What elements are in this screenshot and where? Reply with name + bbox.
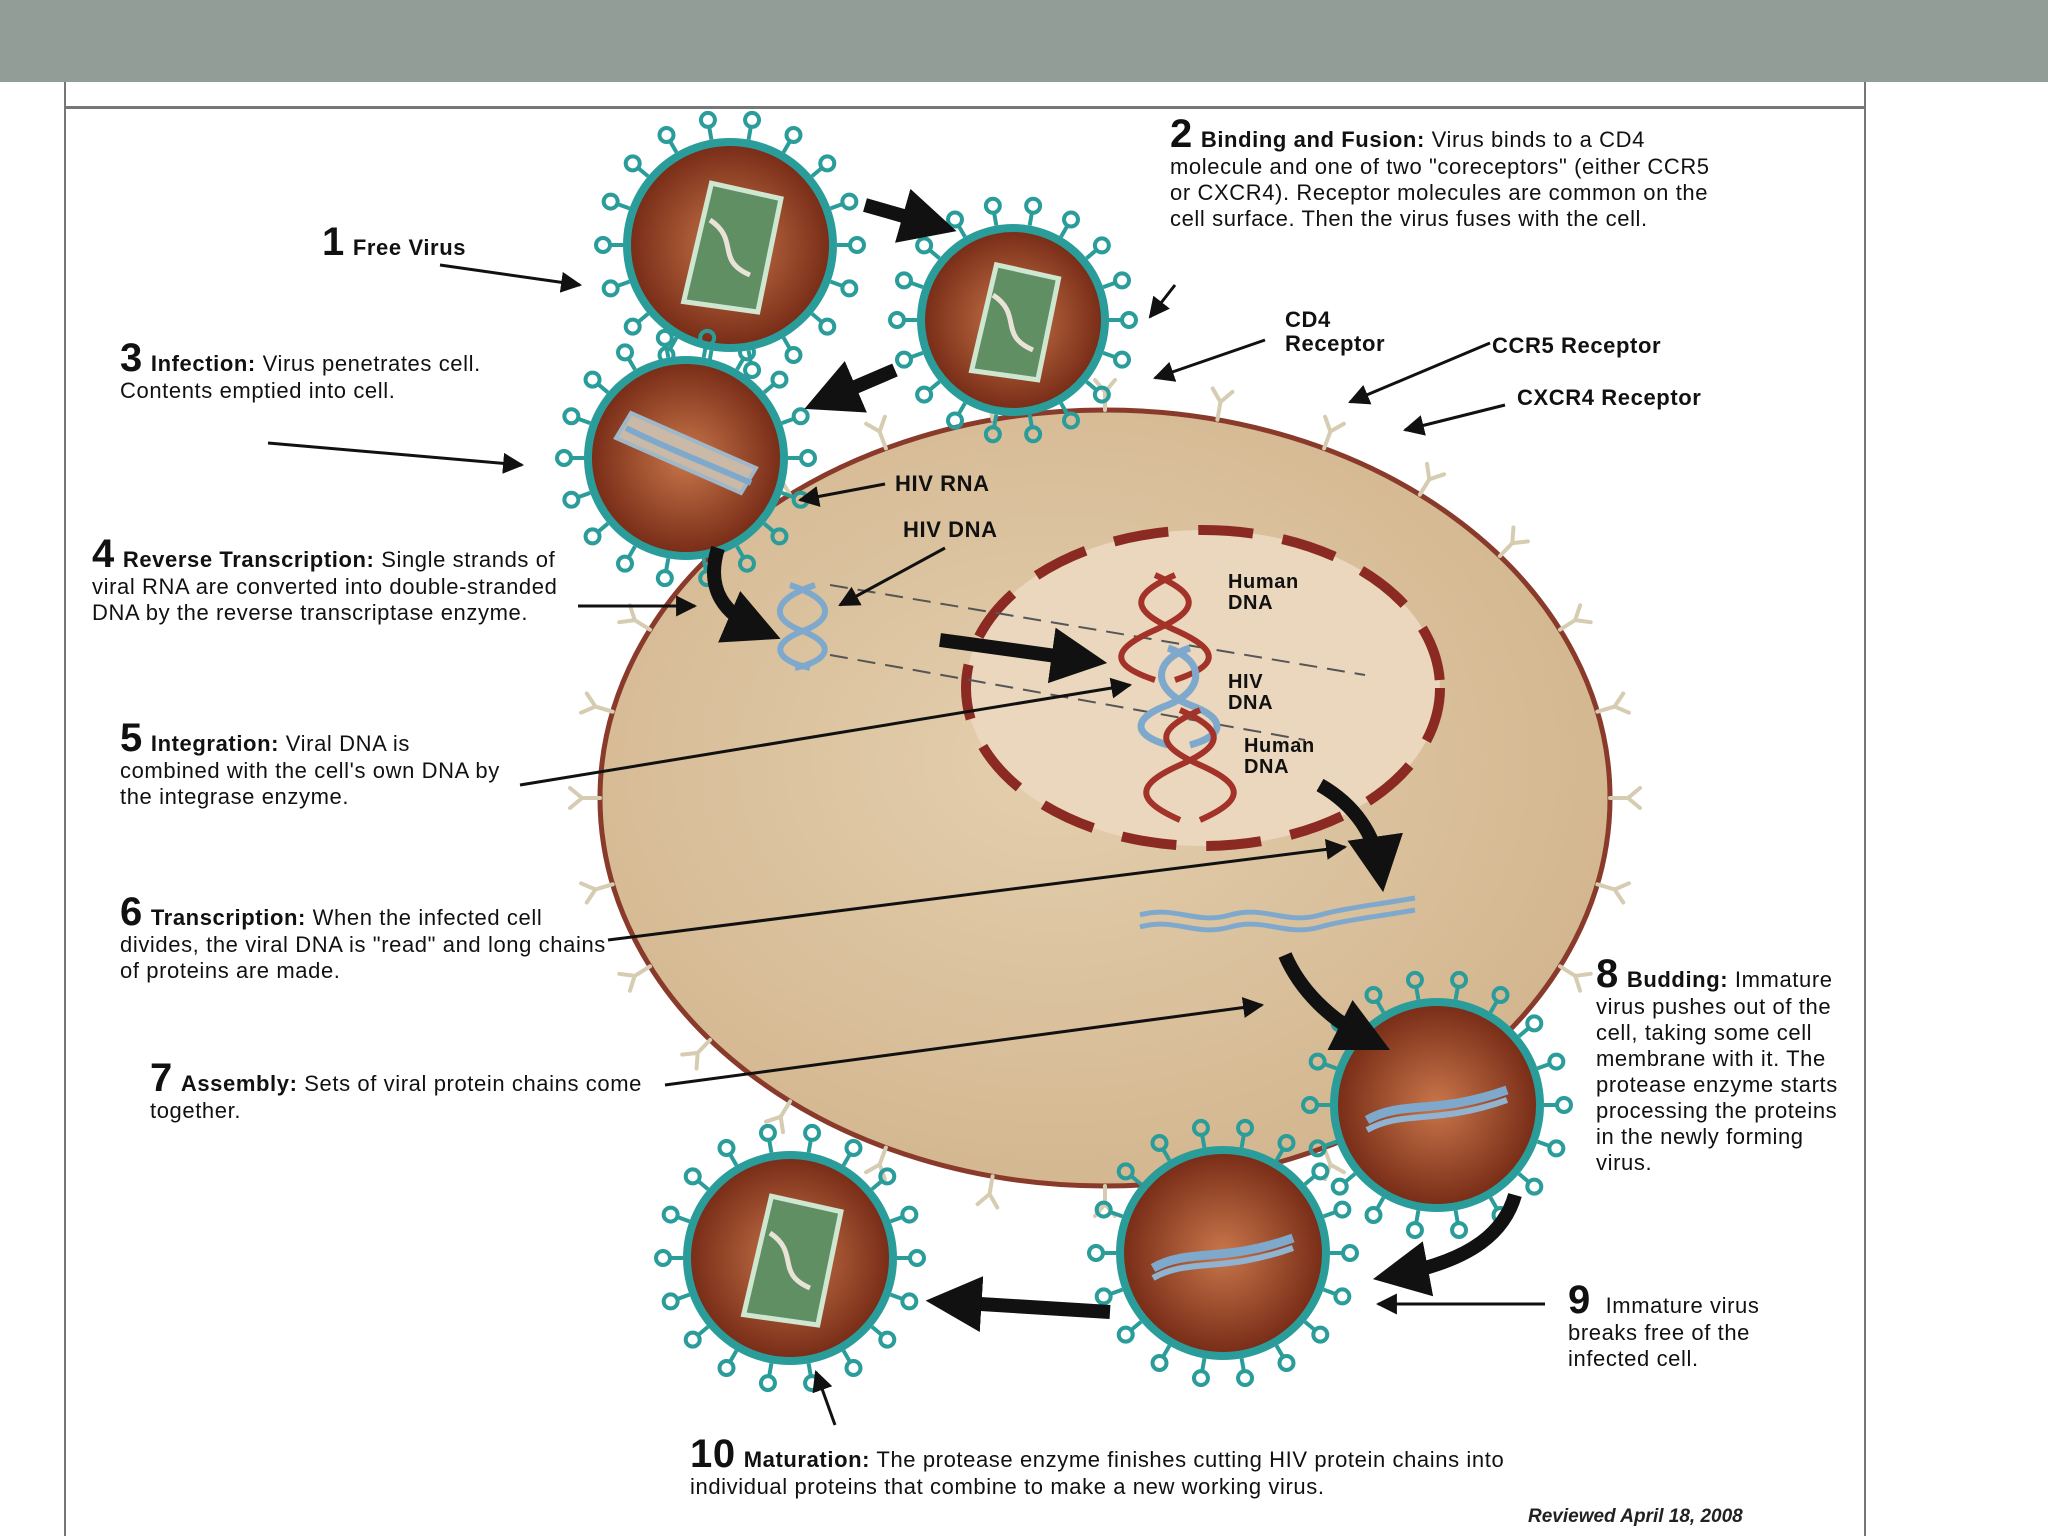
virus-immature — [1087, 1118, 1359, 1388]
cd4-receptor-label: CD4 Receptor — [1285, 307, 1386, 356]
hiv-dna-label: HIV DNA — [903, 517, 998, 542]
step-4-reverse-transcription: 4 Reverse Transcription: Single strands o… — [92, 534, 592, 626]
step-9-text: Immature virus breaks free of the infect… — [1568, 1293, 1760, 1371]
step-4-number: 4 — [92, 532, 115, 576]
step-8-number: 8 — [1596, 952, 1619, 996]
step-7-number: 7 — [150, 1056, 173, 1100]
virus-mature — [654, 1123, 926, 1393]
step-5-integration: 5 Integration: Viral DNA is combined with… — [120, 718, 510, 810]
arrow-to-nucleus — [939, 627, 1108, 684]
arrow-2-to-3 — [804, 361, 898, 413]
projection-line-bottom — [829, 654, 1306, 741]
step-6-number: 6 — [120, 890, 143, 934]
human-dna-top-label: Human DNA — [1228, 571, 1299, 614]
nucleus — [961, 525, 1445, 851]
step-9-number: 9 — [1568, 1278, 1591, 1322]
step-5-text: Viral DNA is combined with the cell's ow… — [120, 731, 500, 809]
cxcr4-receptor-label: CXCR4 Receptor — [1517, 385, 1702, 410]
virus-binding — [888, 196, 1138, 444]
arrow-1-to-2 — [863, 188, 957, 243]
human-dna-bottom-label: Human DNA — [1244, 735, 1315, 778]
step-5-number: 5 — [120, 716, 143, 760]
reviewed-date: Reviewed April 18, 2008 — [1528, 1506, 1743, 1527]
pointer-lines — [267, 263, 1545, 1426]
step-4-heading: Reverse Transcription: — [122, 547, 375, 572]
step-10-text: The protease enzyme finishes cutting HIV… — [690, 1447, 1505, 1499]
protein-chain — [1139, 895, 1416, 933]
title-bar — [0, 0, 2048, 82]
arrow-release — [925, 1276, 1111, 1333]
step-7-heading: Assembly: — [180, 1071, 298, 1096]
step-10-heading: Maturation: — [743, 1447, 871, 1472]
arrow-rt-curve — [707, 545, 781, 643]
figure-frame-left — [64, 82, 66, 1536]
virus-free — [594, 110, 866, 380]
viral-dna-cytoplasm — [776, 582, 829, 671]
step-3-heading: Infection: — [150, 351, 256, 376]
figure-frame-right — [1864, 82, 1866, 1536]
step-7-text: Sets of viral protein chains come togeth… — [150, 1071, 642, 1123]
ccr5-receptor-label: CCR5 Receptor — [1492, 333, 1662, 358]
step-2-number: 2 — [1170, 112, 1193, 156]
human-dna-helix-bottom — [1143, 707, 1237, 823]
step-5-heading: Integration: — [150, 731, 280, 756]
step-9-release: 9 Immature virus breaks free of the infe… — [1568, 1280, 1783, 1372]
step-10-maturation: 10 Maturation: The protease enzyme finish… — [690, 1434, 1510, 1500]
human-dna-helix-top — [1118, 572, 1212, 683]
virus-infection — [555, 328, 817, 588]
step-6-transcription: 6 Transcription: When the infected cell d… — [120, 892, 620, 984]
arrow-transcription-curve — [1316, 778, 1403, 893]
hiv-rna-label: HIV RNA — [895, 471, 990, 496]
step-1-heading: Free Virus — [352, 235, 467, 260]
step-3-number: 3 — [120, 336, 143, 380]
step-1-free-virus: 1 Free Virus — [322, 222, 466, 262]
step-6-text: When the infected cell divides, the vira… — [120, 905, 606, 983]
step-2-text: Virus binds to a CD4 molecule and one of… — [1170, 127, 1710, 231]
projection-line-top — [829, 584, 1366, 676]
step-4-text: Single strands of viral RNA are converte… — [92, 547, 558, 625]
step-6-heading: Transcription: — [150, 905, 306, 930]
arrow-budding-curve — [1372, 1192, 1522, 1297]
arrow-assembly-curve — [1278, 952, 1391, 1051]
figure-frame-top — [64, 106, 1866, 109]
step-8-heading: Budding: — [1626, 967, 1729, 992]
step-7-assembly: 7 Assembly: Sets of viral protein chains … — [150, 1058, 670, 1124]
step-2-heading: Binding and Fusion: — [1200, 127, 1425, 152]
step-8-budding: 8 Budding: Immature virus pushes out of t… — [1596, 954, 1856, 1176]
step-8-text: Immature virus pushes out of the cell, t… — [1596, 967, 1838, 1175]
step-3-infection: 3 Infection: Virus penetrates cell. Conte… — [120, 338, 500, 404]
step-3-text: Virus penetrates cell. Contents emptied … — [120, 351, 481, 403]
step-10-number: 10 — [690, 1432, 736, 1476]
step-2-binding-fusion: 2 Binding and Fusion: Virus binds to a CD… — [1170, 114, 1730, 232]
hiv-dna-nucleus-label: HIV DNA — [1228, 671, 1274, 714]
step-1-number: 1 — [322, 220, 345, 264]
